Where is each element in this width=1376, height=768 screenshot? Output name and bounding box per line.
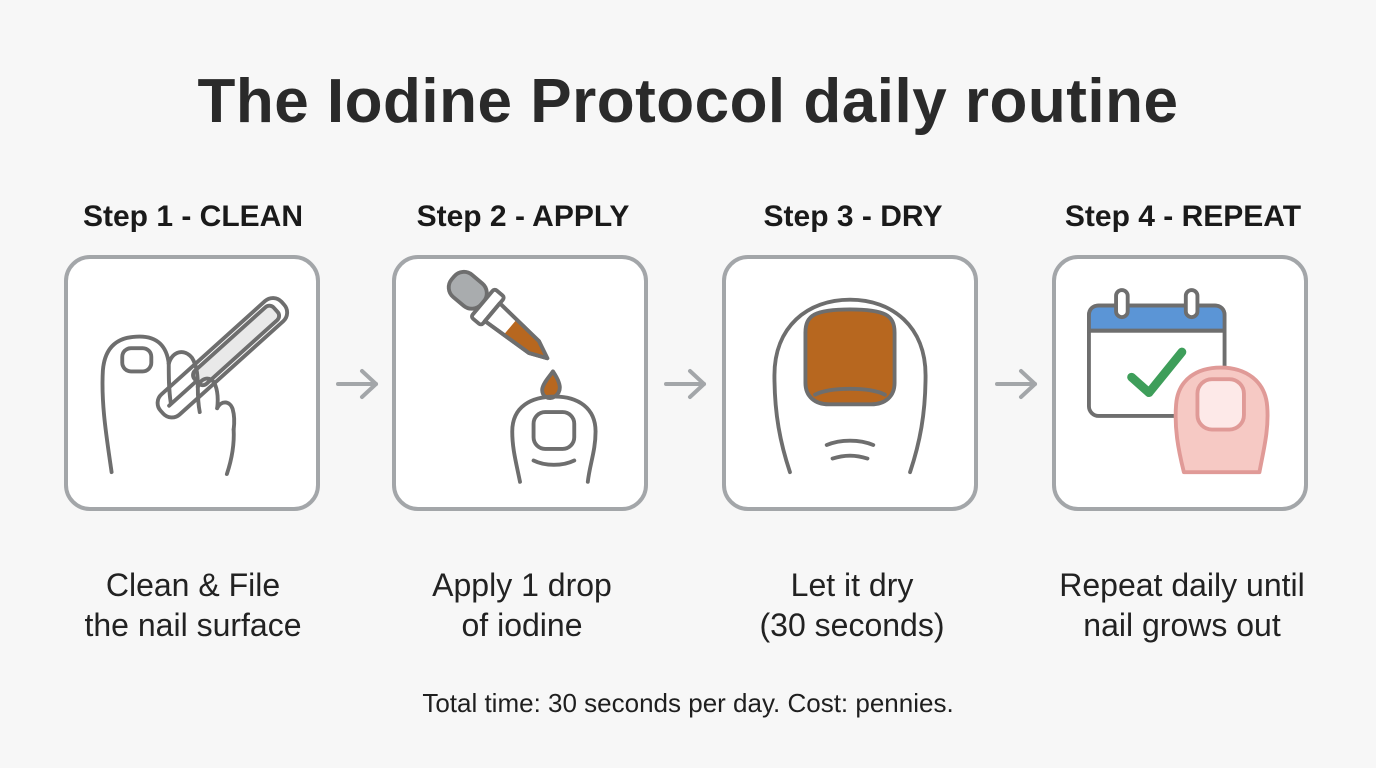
arrow-right-icon	[664, 369, 706, 399]
step-1-description-line2: the nail surface	[84, 607, 302, 643]
toenail-icon	[772, 297, 928, 475]
arrow-right-icon	[336, 369, 378, 399]
step-2-description: Apply 1 drop of iodine	[362, 565, 682, 645]
page-title: The Iodine Protocol daily routine	[197, 67, 1179, 136]
step-2-card	[392, 255, 648, 511]
step-3-description-line2: (30 seconds)	[759, 607, 945, 643]
step-3-description: Let it dry (30 seconds)	[692, 565, 1012, 645]
step-2-description-line2: of iodine	[461, 607, 583, 643]
step-3-card	[722, 255, 978, 511]
footer-note: Total time: 30 seconds per day. Cost: pe…	[422, 688, 954, 718]
step-4-description-line2: nail grows out	[1083, 607, 1281, 643]
step-1-card	[64, 255, 320, 511]
step-4-label: Step 4 - REPEAT	[1064, 200, 1302, 233]
arrow-right-icon	[995, 369, 1037, 399]
calendar-check-icon	[1087, 288, 1270, 475]
dropper-icon	[446, 269, 598, 484]
step-4-description-line1: Repeat daily until	[1059, 567, 1305, 603]
foot-file-icon	[100, 296, 290, 476]
step-1-label: Step 1 - CLEAN	[82, 200, 304, 233]
step-1-description-line1: Clean & File	[105, 567, 281, 603]
step-3-description-line1: Let it dry	[790, 567, 914, 603]
step-4-card	[1052, 255, 1308, 511]
step-4-description: Repeat daily until nail grows out	[1022, 565, 1342, 645]
step-2-label: Step 2 - APPLY	[416, 200, 630, 233]
step-3-label: Step 3 - DRY	[763, 200, 943, 233]
step-1-description: Clean & File the nail surface	[33, 565, 353, 645]
step-2-description-line1: Apply 1 drop	[432, 567, 612, 603]
